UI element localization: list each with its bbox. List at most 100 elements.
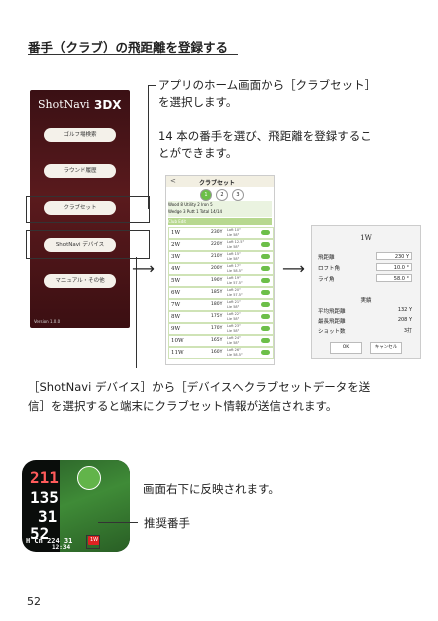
recommended-club-highlight xyxy=(86,535,100,549)
club-loft-lie: Loft 26°Lie 58.5° xyxy=(227,348,243,358)
watch-time: 12:34 xyxy=(52,544,71,551)
club-set-screen: < クラブセット 1 2 3 Wood 8 Utility 2 Iron 5 W… xyxy=(165,175,275,365)
distance-reading-3: 31 xyxy=(38,507,58,526)
lie-field[interactable]: 58.0 ° xyxy=(376,274,412,282)
club-distance: 190Y xyxy=(211,278,223,283)
arrow-right-icon: ⟶ xyxy=(282,259,305,278)
club-set-button[interactable]: クラブセット xyxy=(44,201,116,215)
club-loft: Loft 22° xyxy=(227,312,241,316)
loft-label: ロフト角 xyxy=(318,266,341,272)
club-detail-title: 1W xyxy=(360,234,372,242)
club-loft: Loft 21° xyxy=(227,300,241,304)
club-loft: Loft 20° xyxy=(227,288,241,292)
green-circle xyxy=(77,466,101,490)
device-send-explanation: ［ShotNavi デバイス］から［デバイスへクラブセットデータを送 信］を選択… xyxy=(28,378,428,416)
club-loft: Loft 26° xyxy=(227,348,241,352)
distance-reading-2: 135 xyxy=(30,488,59,507)
distance-field[interactable]: 230 Y xyxy=(376,252,412,260)
manual-other-button[interactable]: マニュアル・その他 xyxy=(44,274,116,288)
club-set-header: < クラブセット xyxy=(166,176,274,187)
club-name: 5W xyxy=(171,278,181,284)
club-lie: Lie 58° xyxy=(227,329,240,333)
club-loft-lie: Loft 23°Lie 58° xyxy=(227,324,241,334)
club-toggle[interactable] xyxy=(261,266,270,271)
club-toggle[interactable] xyxy=(261,302,270,307)
club-loft: Loft 10° xyxy=(227,228,241,232)
club-distance: 160Y xyxy=(211,350,223,355)
club-set-title: クラブセット xyxy=(199,180,236,187)
club-name: 4W xyxy=(171,266,181,272)
club-name: 7W xyxy=(171,302,181,308)
shotnavi-device-button[interactable]: ShotNavi デバイス xyxy=(44,238,116,252)
club-loft-lie: Loft 10°Lie 58° xyxy=(227,228,241,238)
loft-field[interactable]: 10.0 ° xyxy=(376,263,412,271)
app-version: Version 1.0.0 xyxy=(34,319,61,324)
actual-record-heading: 実績 xyxy=(360,298,372,304)
club-loft-lie: Loft 24°Lie 58° xyxy=(227,336,241,346)
club-toggle[interactable] xyxy=(261,278,270,283)
page-tab-2[interactable]: 2 xyxy=(216,189,228,201)
club-loft: Loft 19° xyxy=(227,276,241,280)
club-loft-lie: Loft 21°Lie 58° xyxy=(227,300,241,310)
hole-info: H Cn 224 31 xyxy=(26,537,73,545)
club-lie: Lie 58.5° xyxy=(227,353,243,357)
app-logo: ShotNavi xyxy=(38,98,90,111)
club-loft: Loft 17° xyxy=(227,264,241,268)
club-edit-bar[interactable]: Club Edit xyxy=(168,218,272,225)
distance-label: 飛距離 xyxy=(318,255,335,261)
club-loft-lie: Loft 12.5°Lie 58° xyxy=(227,240,244,250)
club-lie: Lie 58° xyxy=(227,341,240,345)
club-toggle[interactable] xyxy=(261,230,270,235)
round-history-button[interactable]: ラウンド履歴 xyxy=(44,164,116,178)
club-name: 9W xyxy=(171,326,181,332)
club-loft-lie: Loft 17°Lie 58.5° xyxy=(227,264,243,274)
club-loft-lie: Loft 15°Lie 58° xyxy=(227,252,241,262)
intro-line-2: を選択します。 xyxy=(158,95,238,109)
club-toggle[interactable] xyxy=(261,254,270,259)
page-tab-3[interactable]: 3 xyxy=(232,189,244,201)
club-lie: Lie 58° xyxy=(227,257,240,261)
club-loft: Loft 23° xyxy=(227,324,241,328)
club-distance: 165Y xyxy=(211,338,223,343)
club-lie: Lie 58° xyxy=(227,245,240,249)
back-icon[interactable]: < xyxy=(170,177,176,185)
recommended-club-badge: 1W xyxy=(88,536,100,545)
club-lie: Lie 58.5° xyxy=(227,269,243,273)
club-toggle[interactable] xyxy=(261,326,270,331)
club-set-highlight-box xyxy=(26,196,150,223)
club-lie: Lie 58° xyxy=(227,305,240,309)
page-tab-1[interactable]: 1 xyxy=(200,189,212,201)
intro-line-4: とができます。 xyxy=(158,146,238,160)
device-highlight-box xyxy=(26,230,150,259)
golf-course-search-button[interactable]: ゴルフ場検索 xyxy=(44,128,116,142)
club-loft-lie: Loft 20°Lie 57.5° xyxy=(227,288,243,298)
cancel-button[interactable]: キャンセル xyxy=(370,342,402,354)
club-row[interactable]: 10W 165Y Loft 24°Lie 58° xyxy=(168,335,274,347)
ok-button[interactable]: OK xyxy=(330,342,362,354)
club-count-line-2: Wedge 3 Putt 1 Total 14/14 xyxy=(168,209,223,214)
club-loft-lie: Loft 22°Lie 58° xyxy=(227,312,241,322)
club-toggle[interactable] xyxy=(261,338,270,343)
watch-caption: 画面右下に反映されます。 xyxy=(143,482,280,496)
app-logo-model: 3DX xyxy=(94,98,122,112)
club-name: 10W xyxy=(171,338,184,344)
club-toggle[interactable] xyxy=(261,242,270,247)
club-toggle[interactable] xyxy=(261,290,270,295)
distance-reading-1: 211 xyxy=(30,468,59,487)
club-loft: Loft 15° xyxy=(227,252,241,256)
club-toggle[interactable] xyxy=(261,350,270,355)
page-number: 52 xyxy=(27,595,41,608)
club-toggle[interactable] xyxy=(261,314,270,319)
distance-reading-4: 52 xyxy=(30,524,50,543)
club-name: 8W xyxy=(171,314,181,320)
